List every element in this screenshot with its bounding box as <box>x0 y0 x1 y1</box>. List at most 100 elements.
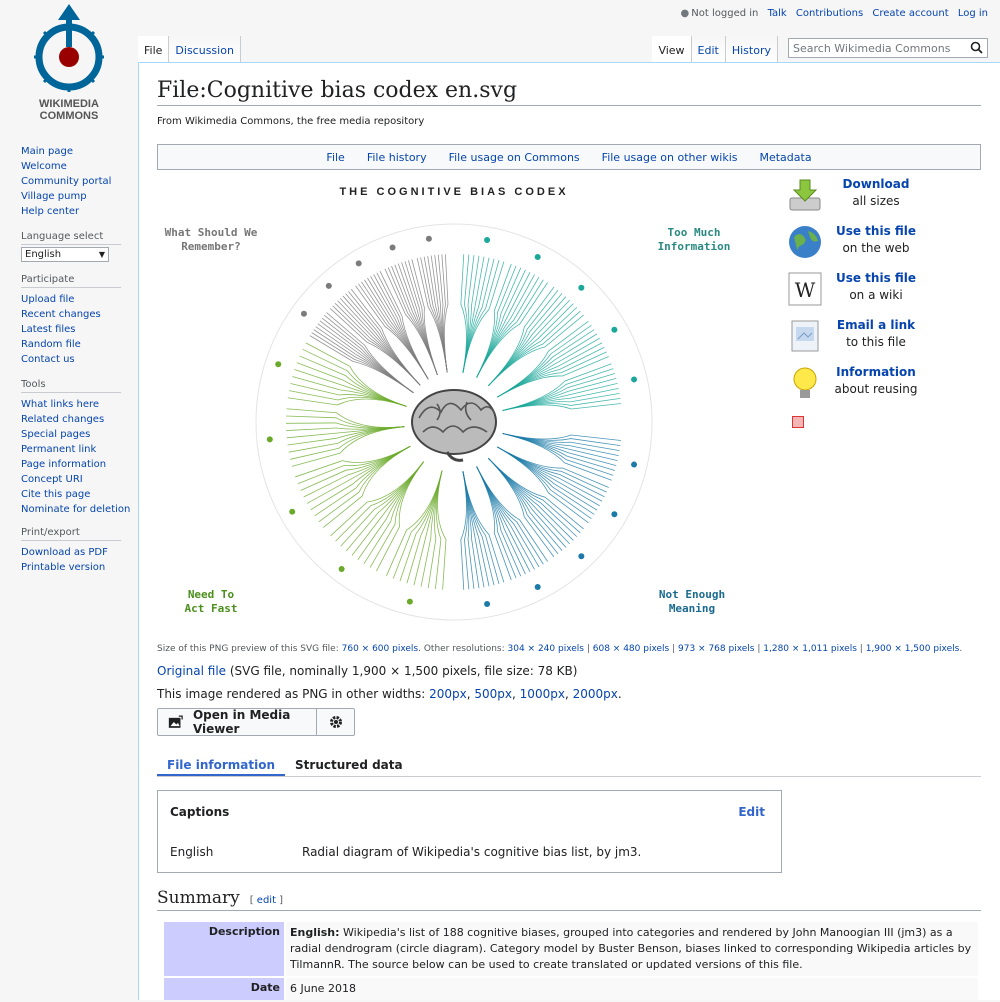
sidebar-item-page-information[interactable]: Page information <box>21 459 107 470</box>
other-widths-line: This image rendered as PNG in other widt… <box>157 687 622 701</box>
bias-branch <box>502 373 615 411</box>
toc-file-history[interactable]: File history <box>366 150 427 164</box>
tab-file[interactable]: File <box>138 36 170 62</box>
sidebar-item-what-links-here[interactable]: What links here <box>21 399 100 410</box>
tab-view[interactable]: View <box>652 36 692 62</box>
email-label[interactable]: Email a link <box>836 318 916 332</box>
tab-history[interactable]: History <box>725 36 778 62</box>
bias-branch <box>502 433 612 481</box>
page-subtitle: From Wikimedia Commons, the free media r… <box>157 116 425 127</box>
sidebar-item-cite-this-page[interactable]: Cite this page <box>21 489 91 500</box>
width-link[interactable]: 2000px <box>572 687 618 701</box>
captions-heading: Captions <box>170 805 230 819</box>
category-node <box>355 260 362 267</box>
sidebar-item-download-pdf[interactable]: Download as PDF <box>21 547 108 558</box>
width-link[interactable]: 500px <box>474 687 513 701</box>
width-link[interactable]: 1000px <box>519 687 565 701</box>
codex-branches <box>266 235 638 608</box>
use-wiki-label[interactable]: Use this file <box>835 271 917 285</box>
toc-file[interactable]: File <box>326 150 345 164</box>
file-toc: File File history File usage on Commons … <box>157 144 981 170</box>
sidebar-item-contact-us[interactable]: Contact us <box>21 354 75 365</box>
sidebar-heading-print: Print/export <box>21 527 121 541</box>
bias-branch <box>476 282 548 378</box>
download-label[interactable]: Download <box>842 177 910 191</box>
toc-metadata[interactable]: Metadata <box>759 150 812 164</box>
sidebar-item-concept-uri[interactable]: Concept URI <box>21 474 83 485</box>
category-node <box>300 310 307 317</box>
sidebar-item-recent-changes[interactable]: Recent changes <box>21 309 101 320</box>
sidebar-item-related-changes[interactable]: Related changes <box>21 414 105 425</box>
gear-icon <box>329 716 342 728</box>
bias-branch <box>476 263 512 378</box>
sidebar-item-community-portal[interactable]: Community portal <box>21 176 112 187</box>
resolution-link[interactable]: 608 × 480 pixels <box>592 644 670 654</box>
quadrant-meaning-line2: Meaning <box>669 602 715 615</box>
bias-branch <box>488 457 555 558</box>
category-node <box>325 282 332 289</box>
bias-branch <box>502 368 614 411</box>
tab-discussion[interactable]: Discussion <box>169 36 241 62</box>
sidebar-item-welcome[interactable]: Welcome <box>21 161 67 172</box>
sidebar-item-permanent-link[interactable]: Permanent link <box>21 444 97 455</box>
sidebar-item-latest-files[interactable]: Latest files <box>21 324 76 335</box>
information-label[interactable]: Information <box>836 365 916 379</box>
sidebar-item-village-pump[interactable]: Village pump <box>21 191 87 202</box>
sidebar-item-printable-version[interactable]: Printable version <box>21 562 106 573</box>
sidebar-item-main-page[interactable]: Main page <box>21 146 74 157</box>
bias-branch <box>324 314 414 394</box>
category-node <box>389 244 396 251</box>
open-media-viewer-label: Open in Media Viewer <box>192 708 291 736</box>
resolution-link[interactable]: 1,280 × 1,011 pixels <box>763 644 857 654</box>
create-account-link[interactable]: Create account <box>872 8 949 19</box>
resolution-link[interactable]: 973 × 768 pixels <box>678 644 755 654</box>
sidebar-item-random-file[interactable]: Random file <box>21 339 81 350</box>
bias-branch <box>295 445 411 478</box>
sidebar-item-help-center[interactable]: Help center <box>21 206 80 217</box>
category-node <box>534 254 541 261</box>
use-web-label[interactable]: Use this file <box>835 224 917 238</box>
email-icon <box>791 320 819 352</box>
resolution-link[interactable]: 1,900 × 1,500 pixels <box>865 644 960 654</box>
brain-icon <box>411 389 497 462</box>
tab-edit[interactable]: Edit <box>691 36 726 62</box>
contributions-link[interactable]: Contributions <box>795 8 864 19</box>
tab-structured-data[interactable]: Structured data <box>295 758 403 772</box>
wikimedia-commons-logo[interactable]: WIKIMEDIA COMMONS <box>20 2 118 122</box>
language-select[interactable]: English ▼ <box>21 247 109 262</box>
original-file-link[interactable]: Original file <box>157 664 227 678</box>
tab-file-information[interactable]: File information <box>157 756 286 776</box>
bias-branch <box>502 398 621 411</box>
sidebar-item-special-pages[interactable]: Special pages <box>21 429 91 440</box>
sidebar-item-nominate-for-deletion[interactable]: Nominate for deletion <box>21 504 131 515</box>
toc-file-usage-other-wikis[interactable]: File usage on other wikis <box>601 150 738 164</box>
toc-file-usage-commons[interactable]: File usage on Commons <box>448 150 580 164</box>
preview-size-link[interactable]: 760 × 600 pixels <box>341 644 419 654</box>
login-link[interactable]: Log in <box>957 8 988 19</box>
search-input[interactable]: Search Wikimedia Commons <box>788 38 988 58</box>
captions-edit-button[interactable]: Edit <box>738 805 765 819</box>
sidebar-item-upload-file[interactable]: Upload file <box>21 294 75 305</box>
width-link[interactable]: 200px <box>429 687 467 701</box>
category-node <box>578 284 585 291</box>
bias-branch <box>299 355 407 407</box>
quadrant-meaning-line1: Not Enough <box>659 588 725 601</box>
media-viewer-settings-button[interactable] <box>316 708 355 736</box>
cognitive-bias-codex-image[interactable]: THE COGNITIVE BIAS CODEX What Should We … <box>157 178 737 630</box>
talk-link[interactable]: Talk <box>767 8 787 19</box>
open-media-viewer-button[interactable]: Open in Media Viewer <box>157 708 317 736</box>
summary-value: English: Wikipedia's list of 188 cogniti… <box>286 922 978 976</box>
image-icon <box>168 715 183 728</box>
resolution-link[interactable]: 304 × 240 pixels <box>507 644 584 654</box>
codex-title: THE COGNITIVE BIAS CODEX <box>339 186 568 198</box>
quadrant-info-line1: Too Much <box>668 226 721 239</box>
search-icon[interactable] <box>970 41 983 54</box>
summary-edit-link[interactable]: edit <box>256 895 276 906</box>
quadrant-act-line2: Act Fast <box>185 602 238 615</box>
file-info-tabs: File information Structured data <box>157 756 981 777</box>
